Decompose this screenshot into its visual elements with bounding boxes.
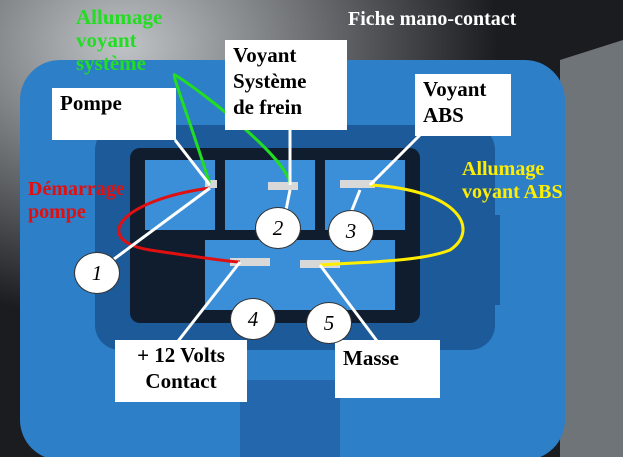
title: Fiche mano-contact: [348, 8, 517, 30]
pin-4: 4: [230, 298, 276, 340]
pin-3: 3: [328, 210, 374, 252]
pin-2: 2: [255, 207, 301, 249]
label-masse: Masse: [335, 340, 440, 398]
red-loop: [117, 186, 241, 264]
green-loop: [172, 73, 292, 186]
pin-1: 1: [74, 252, 120, 294]
pin-5: 5: [306, 302, 352, 344]
label-pompe: Pompe: [52, 88, 176, 140]
yellow-loop: [319, 183, 465, 267]
